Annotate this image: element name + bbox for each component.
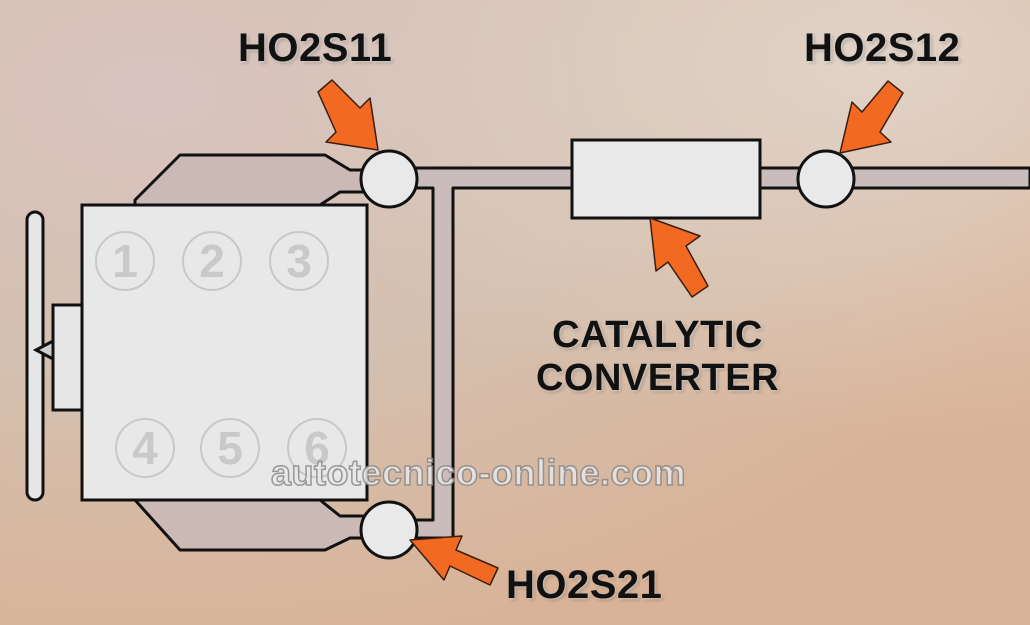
catalytic-converter-label-line2: CONVERTER [535,357,780,399]
orange-arrow-icon [649,217,709,298]
catalytic-converter [570,138,762,220]
cylinder-4: 4 [115,418,175,478]
cylinder-6: 6 [287,418,347,478]
orange-arrow-icon [409,535,499,586]
cylinder-3: 3 [269,231,329,291]
watermark: autotecnico-online.com [270,451,687,494]
o2-sensor-ho2s11 [359,149,419,209]
o2-sensor-ho2s12 [796,149,856,209]
engine-fan [25,210,87,502]
cylinder-2: 2 [182,231,242,291]
catalytic-converter-label-line1: CATALYTIC [552,314,763,356]
ho2s21-label: HO2S21 [506,563,663,607]
cylinder-5: 5 [200,418,260,478]
ho2s11-label: HO2S11 [238,26,393,70]
orange-arrow-icon [317,79,379,151]
orange-arrow-icon [839,80,904,154]
o2-sensor-ho2s21 [359,500,419,560]
ho2s12-label: HO2S12 [804,26,961,70]
catalytic-converter-label: CATALYTIC CONVERTER [520,314,795,400]
cylinder-1: 1 [95,231,155,291]
